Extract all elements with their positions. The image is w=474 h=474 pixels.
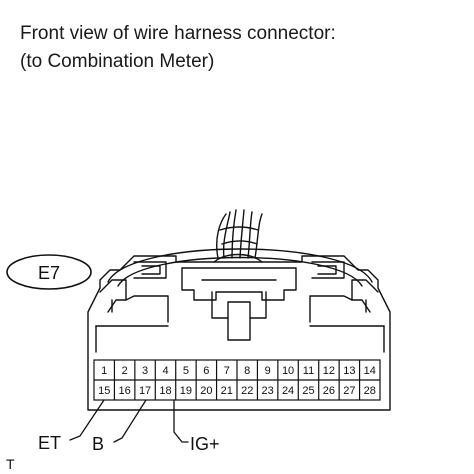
pin-2: 2 [122, 365, 128, 377]
caption-line-2: (to Combination Meter) [20, 51, 215, 72]
pin-18: 18 [159, 385, 171, 397]
pin-20: 20 [200, 385, 212, 397]
caption-line-1: Front view of wire harness connector: [20, 23, 336, 44]
pin-6: 6 [203, 365, 209, 377]
callout-b: B [92, 434, 104, 454]
leader-b [113, 399, 147, 443]
pin-5: 5 [183, 365, 189, 377]
pin-25: 25 [302, 385, 314, 397]
pin-10: 10 [282, 365, 294, 377]
pin-13: 13 [343, 365, 355, 377]
wire-bundle [213, 209, 263, 263]
connector-label-text: E7 [38, 263, 60, 283]
pin-22: 22 [241, 385, 253, 397]
pin-9: 9 [265, 365, 271, 377]
pin-15: 15 [98, 385, 110, 397]
pin-16: 16 [119, 385, 131, 397]
callout-ig: IG+ [190, 434, 220, 454]
pin-26: 26 [323, 385, 335, 397]
leader-ig [173, 399, 189, 443]
leader-et [69, 399, 105, 441]
connector-cover [107, 248, 373, 283]
pin-7: 7 [224, 365, 230, 377]
terminal-block [93, 359, 381, 401]
pin-14: 14 [364, 365, 376, 377]
pin-23: 23 [262, 385, 274, 397]
pin-1: 1 [101, 365, 107, 377]
callout-et: ET [38, 433, 61, 453]
pin-28: 28 [364, 385, 376, 397]
pin-8: 8 [244, 365, 250, 377]
pin-17: 17 [139, 385, 151, 397]
pin-27: 27 [343, 385, 355, 397]
pin-11: 11 [303, 365, 314, 377]
connector-housing [87, 255, 391, 411]
pin-row-bottom: 15 16 17 18 19 20 21 22 23 24 25 26 27 28 [98, 385, 376, 397]
pin-12: 12 [323, 365, 335, 377]
pin-4: 4 [162, 365, 168, 377]
corner-mark: T [6, 456, 15, 472]
pin-24: 24 [282, 385, 294, 397]
pin-21: 21 [221, 385, 233, 397]
pin-19: 19 [180, 385, 192, 397]
pin-3: 3 [142, 365, 148, 377]
connector-label: E7 [6, 254, 92, 290]
